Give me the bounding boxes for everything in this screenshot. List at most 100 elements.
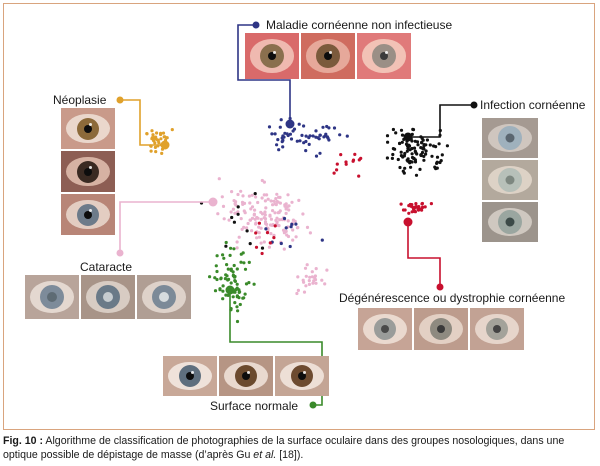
- point-cataracte: [297, 198, 301, 202]
- cluster-anchor-normale: [225, 285, 235, 295]
- point-neoplasie: [145, 132, 149, 136]
- point-normale: [222, 256, 226, 260]
- leader-line-cataracte: [119, 201, 213, 253]
- point-cataracte: [227, 218, 231, 222]
- cluster-anchor-maladie: [285, 119, 295, 129]
- point-cataracte: [264, 206, 268, 210]
- point-infection: [415, 140, 420, 144]
- point-cataracte: [302, 290, 307, 294]
- point-cataracte: [303, 266, 308, 270]
- point-infection: [399, 154, 403, 158]
- eye-photo: [482, 202, 538, 242]
- eye-photo: [25, 275, 79, 319]
- point-infection: [385, 156, 389, 160]
- leader-line-infection: [408, 104, 474, 138]
- point-degenerescence: [260, 251, 264, 256]
- point-normale: [235, 305, 239, 309]
- leader-end-cataracte: [116, 249, 124, 257]
- point-infection: [424, 143, 428, 147]
- point-neoplasie: [156, 138, 160, 143]
- point-cataracte: [250, 193, 254, 197]
- point-cataracte: [259, 217, 263, 221]
- label-surface-normale: Surface normale: [210, 399, 299, 413]
- point-degenerescence: [417, 205, 421, 209]
- point-infection: [386, 140, 390, 144]
- point-normale: [221, 284, 225, 288]
- point-degenerescence: [357, 158, 361, 162]
- point-cataracte: [216, 212, 220, 216]
- point-infection: [422, 158, 426, 162]
- point-infection: [403, 151, 407, 156]
- point-normale: [226, 267, 230, 271]
- point-infection: [391, 152, 395, 157]
- point-normale: [231, 274, 235, 278]
- point-cataracte: [286, 193, 290, 197]
- point-infection: [420, 140, 424, 144]
- point-maladie: [279, 118, 283, 122]
- label-neoplasie: Néoplasie: [53, 93, 107, 107]
- point-normale: [227, 277, 231, 281]
- point-normale: [229, 267, 233, 271]
- point-cataracte: [229, 210, 233, 214]
- point-degenerescence: [344, 160, 348, 164]
- point-cataracte: [237, 235, 241, 239]
- point-cataracte: [271, 209, 275, 213]
- point-cataracte: [307, 279, 311, 283]
- point-normale: [243, 267, 248, 271]
- point-normale: [232, 247, 236, 251]
- point-cataracte: [323, 282, 327, 286]
- point-cataracte: [259, 210, 263, 214]
- point-cataracte: [252, 213, 256, 217]
- point-cataracte: [260, 178, 264, 183]
- point-maladie: [275, 143, 279, 147]
- point-degenerescence: [335, 168, 339, 172]
- point-cataracte: [263, 220, 268, 224]
- point-normale: [239, 260, 243, 264]
- point-cataracte: [283, 203, 287, 207]
- label-degenerescence: Dégénérescence ou dystrophie cornéenne: [339, 291, 566, 305]
- point-maladie: [278, 125, 282, 129]
- point-cataracte: [272, 199, 276, 203]
- point-infection: [418, 167, 422, 171]
- point-cataracte: [293, 219, 297, 223]
- point-neoplasie: [151, 133, 155, 137]
- point-maladie: [320, 238, 324, 242]
- point-maladie: [302, 124, 306, 128]
- point-cataracte: [268, 213, 272, 217]
- point-cataracte: [236, 210, 240, 214]
- point-maladie: [300, 133, 304, 137]
- point-cataracte: [294, 235, 298, 239]
- point-cataracte: [281, 228, 286, 232]
- point-degenerescence: [414, 205, 418, 209]
- point-neoplasie: [159, 137, 163, 141]
- point-cataracte: [235, 246, 239, 250]
- point-cataracte: [257, 231, 261, 235]
- point-infection: [248, 242, 252, 246]
- eye-photo: [358, 308, 412, 350]
- photos-maladie-corneenne: [245, 33, 411, 79]
- point-infection: [236, 212, 240, 216]
- point-normale: [224, 240, 228, 245]
- leader-end-normale: [309, 401, 317, 409]
- point-cataracte: [269, 217, 273, 221]
- eye-photo: [219, 356, 273, 396]
- point-neoplasie: [161, 131, 166, 135]
- point-degenerescence: [412, 209, 416, 213]
- point-cataracte: [254, 222, 258, 226]
- point-cataracte: [217, 177, 221, 181]
- point-cataracte: [256, 200, 260, 205]
- eye-photo: [482, 118, 538, 158]
- point-infection: [412, 146, 417, 150]
- leader-end-degenerescence: [436, 283, 444, 291]
- point-maladie: [281, 138, 285, 142]
- point-maladie: [273, 132, 277, 136]
- point-cataracte: [325, 268, 329, 272]
- point-infection: [435, 161, 439, 165]
- point-infection: [430, 154, 434, 158]
- eye-photo: [470, 308, 524, 350]
- point-cataracte: [296, 275, 300, 279]
- point-maladie: [277, 148, 281, 152]
- point-infection: [416, 143, 420, 147]
- point-infection: [391, 127, 395, 132]
- point-degenerescence: [339, 153, 343, 157]
